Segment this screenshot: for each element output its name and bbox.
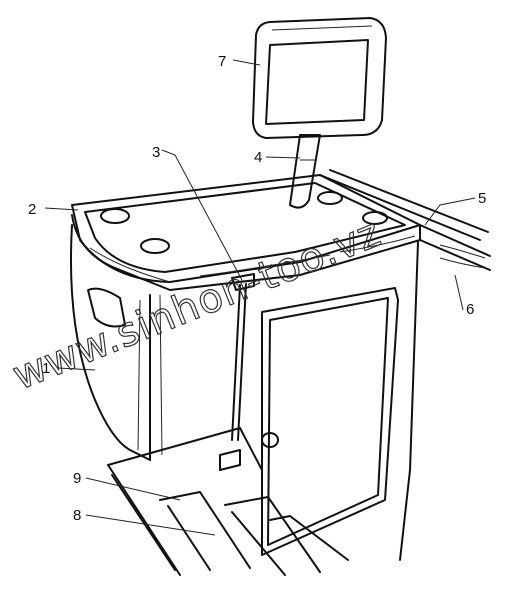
watermark: www.sinhon-too.vz — [7, 210, 388, 400]
callout-7: 7 — [218, 53, 226, 70]
side-rail — [319, 169, 491, 271]
leader-lines — [44, 59, 476, 536]
callout-9: 9 — [73, 470, 81, 487]
callout-4: 4 — [254, 149, 262, 166]
box-body — [70, 224, 419, 561]
callout-5: 5 — [478, 190, 486, 207]
callout-6: 6 — [466, 301, 474, 318]
callout-3: 3 — [152, 144, 160, 161]
headrest-post — [289, 134, 321, 209]
door — [261, 287, 399, 556]
callout-8: 8 — [73, 507, 81, 524]
callout-1: 1 — [42, 360, 50, 377]
seat-lid — [71, 174, 421, 291]
headrest — [252, 17, 387, 139]
callout-2: 2 — [28, 201, 36, 218]
steps — [107, 427, 349, 576]
stay-rod — [219, 273, 255, 471]
